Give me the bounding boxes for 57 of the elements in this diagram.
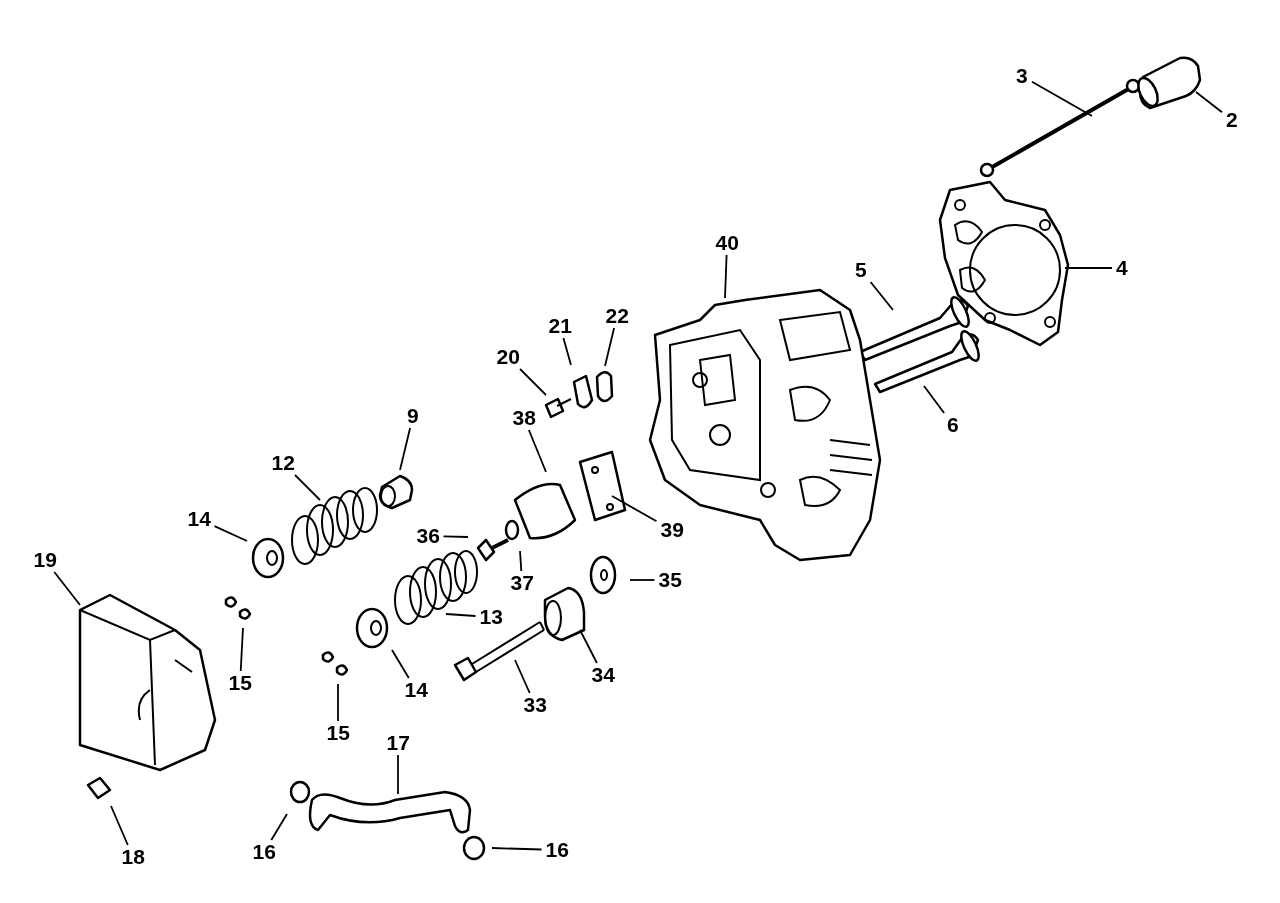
callout-number: 16 [543,838,571,862]
leader-line [562,337,572,366]
callout-number: 34 [589,663,617,687]
callout-number: 13 [477,605,505,629]
leader-line [514,659,531,694]
callout-number: 36 [414,524,442,548]
callout-number: 14 [185,507,213,531]
leader-line [1195,91,1223,114]
leader-line [445,613,477,617]
callout-number: 20 [494,345,522,369]
callout-number: 18 [119,845,147,869]
leader-line [724,254,728,299]
callout-number: 15 [324,721,352,745]
callout-number: 5 [853,258,869,282]
leader-line [337,683,339,722]
callout-number: 6 [945,413,961,437]
callout-number: 17 [384,731,412,755]
hex-bolt-drawing [543,395,573,419]
callout-number: 3 [1014,64,1030,88]
leader-line [629,579,656,581]
leader-line [399,427,411,471]
leader-line [270,813,288,841]
leader-line [579,629,598,664]
callout-number: 40 [713,231,741,255]
leader-line [519,368,547,396]
leader-line [519,550,523,572]
callout-number: 38 [510,406,538,430]
callout-number: 4 [1114,256,1130,280]
leader-line [53,571,81,606]
callout-number: 12 [269,451,297,475]
leader-line [239,627,244,672]
leader-line [611,495,658,523]
leader-line [491,847,543,851]
callout-number: 22 [603,304,631,328]
callout-number: 9 [405,404,421,428]
leader-line [1064,267,1113,269]
callout-number: 33 [521,693,549,717]
callout-number: 39 [658,518,686,542]
leader-line [869,281,894,311]
leader-line [294,474,321,501]
callout-number: 35 [656,568,684,592]
leader-line [213,525,248,542]
leader-line [110,805,129,846]
leader-line [442,535,469,538]
callout-number: 15 [226,671,254,695]
callout-number: 21 [546,314,574,338]
callout-number: 16 [250,840,278,864]
leader-line [604,327,615,367]
callout-number: 19 [31,548,59,572]
callout-number: 14 [402,678,430,702]
leader-line [923,385,945,414]
leader-line [391,649,410,679]
leader-line [528,429,547,473]
callout-number: 37 [508,571,536,595]
callout-number: 2 [1224,108,1240,132]
leader-line [397,754,399,795]
leader-line [1031,80,1093,117]
